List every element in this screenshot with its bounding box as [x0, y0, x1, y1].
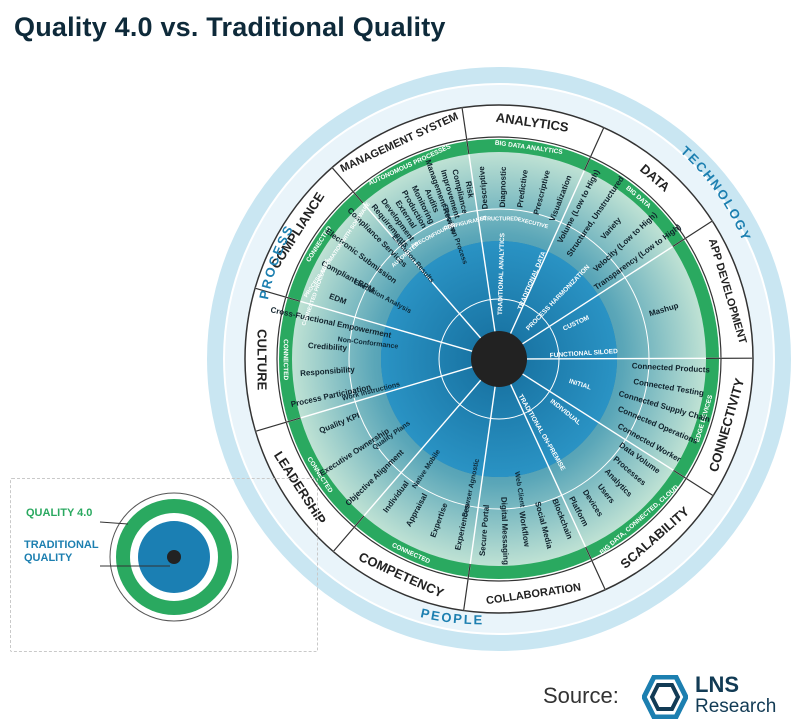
lns-brand-sub: Research [695, 696, 777, 717]
legend-traditional-quality: TRADITIONAL QUALITY [24, 539, 99, 564]
axis-item: Risk [464, 180, 476, 199]
axis-item: Digital Messaging [499, 497, 510, 565]
page-title: Quality 4.0 vs. Traditional Quality [14, 12, 446, 42]
lns-logo-icon [642, 675, 688, 719]
center-hub [471, 331, 527, 387]
legend-box [10, 478, 318, 652]
axis-item: Descriptive [477, 165, 490, 209]
axis-item: Connected Products [631, 361, 710, 374]
legend-quality-4-0: QUALITY 4.0 [26, 507, 93, 519]
inner-label: TRADITIONAL ANALYTICS [497, 232, 506, 315]
mid-band-label: STRUCTURED [480, 216, 518, 222]
axis-label: CULTURE [254, 329, 269, 391]
axis-item: Responsibility [300, 365, 356, 378]
inner-label: FUNCTIONAL SILOED [550, 348, 619, 359]
axis-item: Secure Portal [478, 504, 491, 556]
axis-item: Diagnostic [498, 166, 508, 208]
axis-band-label: CONNECTED [282, 339, 289, 380]
legend-wheel [99, 492, 239, 622]
axis-item: Credibility [308, 341, 348, 353]
source-label: Source: [543, 683, 619, 708]
lns-brand: LNS [695, 672, 739, 697]
